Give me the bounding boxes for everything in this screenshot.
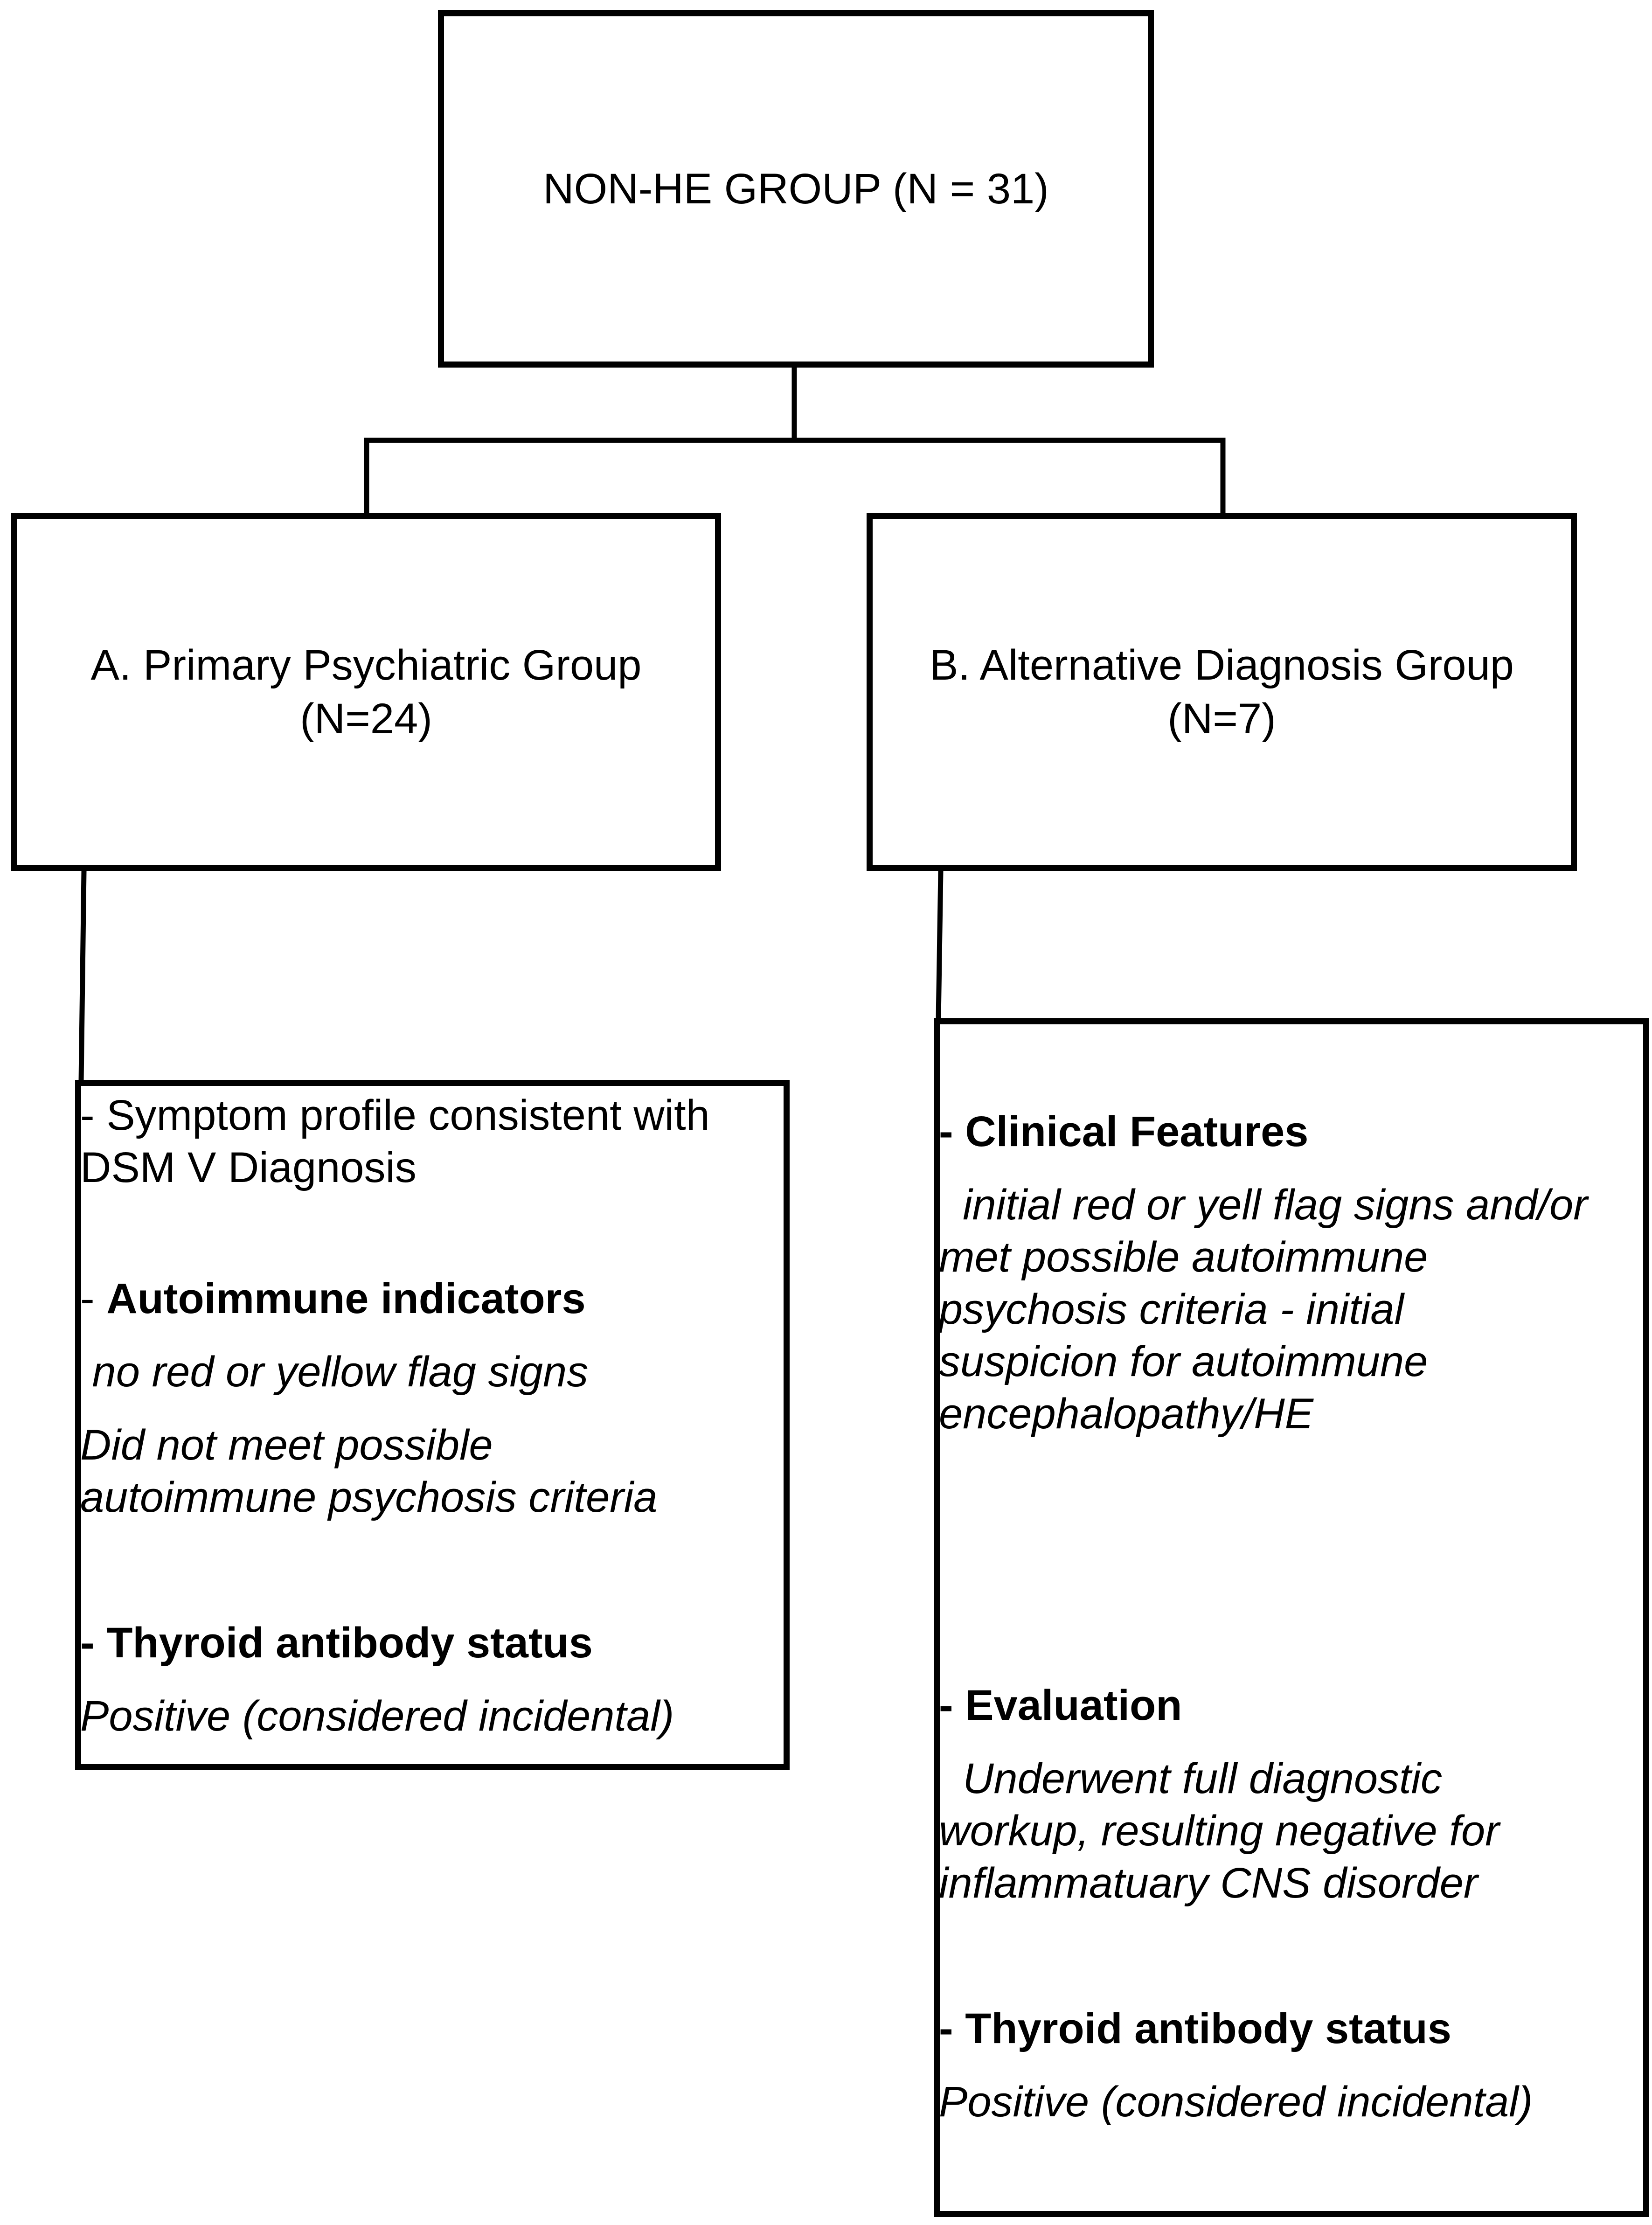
group-a-autoimmune-line-1: no red or yellow flag signs bbox=[80, 1348, 589, 1396]
non-he-group-box: NON-HE GROUP (N = 31) bbox=[438, 10, 1154, 368]
group-b-clinical-line-2: met possible autoimmune bbox=[939, 1233, 1428, 1281]
group-a-title: A. Primary Psychiatric Group bbox=[90, 641, 642, 689]
group-b-thyroid-value: Positive (considered incidental) bbox=[939, 2078, 1533, 2126]
group-a-autoimmune-heading: - Autoimmune indicators bbox=[80, 1272, 586, 1325]
group-b-detail-connector bbox=[936, 868, 944, 1022]
group-b-evaluation-line-1: Underwent full diagnostic bbox=[939, 1755, 1443, 1802]
group-b-clinical-line-4: suspicion for autoimmune bbox=[939, 1338, 1428, 1385]
group-a-detail-connector bbox=[78, 868, 87, 1084]
group-a-detail-box bbox=[75, 1080, 790, 1770]
group-a-count: (N=24) bbox=[300, 695, 432, 743]
group-a-thyroid-value: Positive (considered incidental) bbox=[80, 1692, 674, 1740]
group-b-clinical-line-3: psychosis criteria - initial bbox=[939, 1286, 1404, 1333]
group-b-detail-box bbox=[934, 1018, 1649, 2217]
group-b-evaluation-heading: - Evaluation bbox=[939, 1682, 1182, 1729]
alternative-diagnosis-group-box: B. Alternative Diagnosis Group (N=7) bbox=[867, 513, 1577, 871]
group-a-autoimmune-dash: - bbox=[80, 1275, 107, 1322]
group-a-thyroid-heading: - Thyroid antibody status bbox=[80, 1619, 593, 1667]
group-b-clinical-line-1: initial red or yell flag signs and/or bbox=[939, 1181, 1588, 1229]
non-he-group-label: NON-HE GROUP (N = 31) bbox=[543, 165, 1049, 213]
group-a-autoimmune-heading-text: Autoimmune indicators bbox=[106, 1275, 586, 1322]
group-b-clinical-heading: - Clinical Features bbox=[939, 1108, 1309, 1155]
group-a-autoimmune-line-3: autoimmune psychosis criteria bbox=[80, 1474, 658, 1521]
group-b-count: (N=7) bbox=[1167, 695, 1276, 743]
group-b-thyroid-heading: - Thyroid antibody status bbox=[939, 2005, 1451, 2052]
group-a-symptom-line-1: - Symptom profile consistent with bbox=[80, 1092, 710, 1139]
group-a-symptom-line-2: DSM V Diagnosis bbox=[80, 1144, 416, 1191]
group-b-evaluation-line-2: workup, resulting negative for bbox=[939, 1807, 1499, 1855]
group-b-evaluation-line-3: inflammatuary CNS disorder bbox=[939, 1859, 1478, 1907]
group-a-autoimmune-line-2: Did not meet possible bbox=[80, 1421, 493, 1469]
group-b-title: B. Alternative Diagnosis Group bbox=[930, 641, 1514, 689]
group-b-clinical-line-5: encephalopathy/HE bbox=[939, 1390, 1314, 1438]
primary-psychiatric-group-box: A. Primary Psychiatric Group (N=24) bbox=[11, 513, 721, 871]
